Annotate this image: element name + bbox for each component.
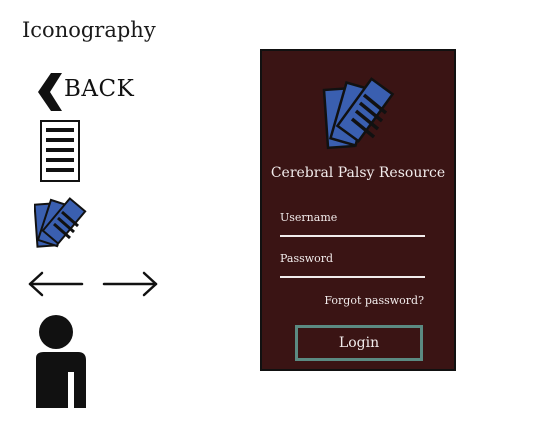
arrow-left-icon <box>28 271 84 297</box>
back-chevron-icon <box>38 73 62 111</box>
document-stack-icon <box>34 197 87 248</box>
forgot-password-link[interactable]: Forgot password? <box>324 294 424 307</box>
login-screen: Cerebral Palsy Resource Username Passwor… <box>260 49 456 371</box>
back-button[interactable]: BACK <box>38 72 138 111</box>
arrows-row <box>28 271 158 297</box>
document-icon <box>40 120 80 182</box>
app-title: Cerebral Palsy Resource <box>270 165 446 181</box>
username-input[interactable] <box>280 235 425 237</box>
person-icon <box>36 315 86 408</box>
document-stack-logo-icon <box>322 77 395 150</box>
page-heading: Iconography <box>22 18 156 42</box>
password-label: Password <box>280 252 334 265</box>
back-label: BACK <box>64 76 135 102</box>
arrow-right-icon <box>102 271 158 297</box>
username-label: Username <box>280 211 338 224</box>
login-button[interactable]: Login <box>295 325 423 361</box>
password-input[interactable] <box>280 276 425 278</box>
